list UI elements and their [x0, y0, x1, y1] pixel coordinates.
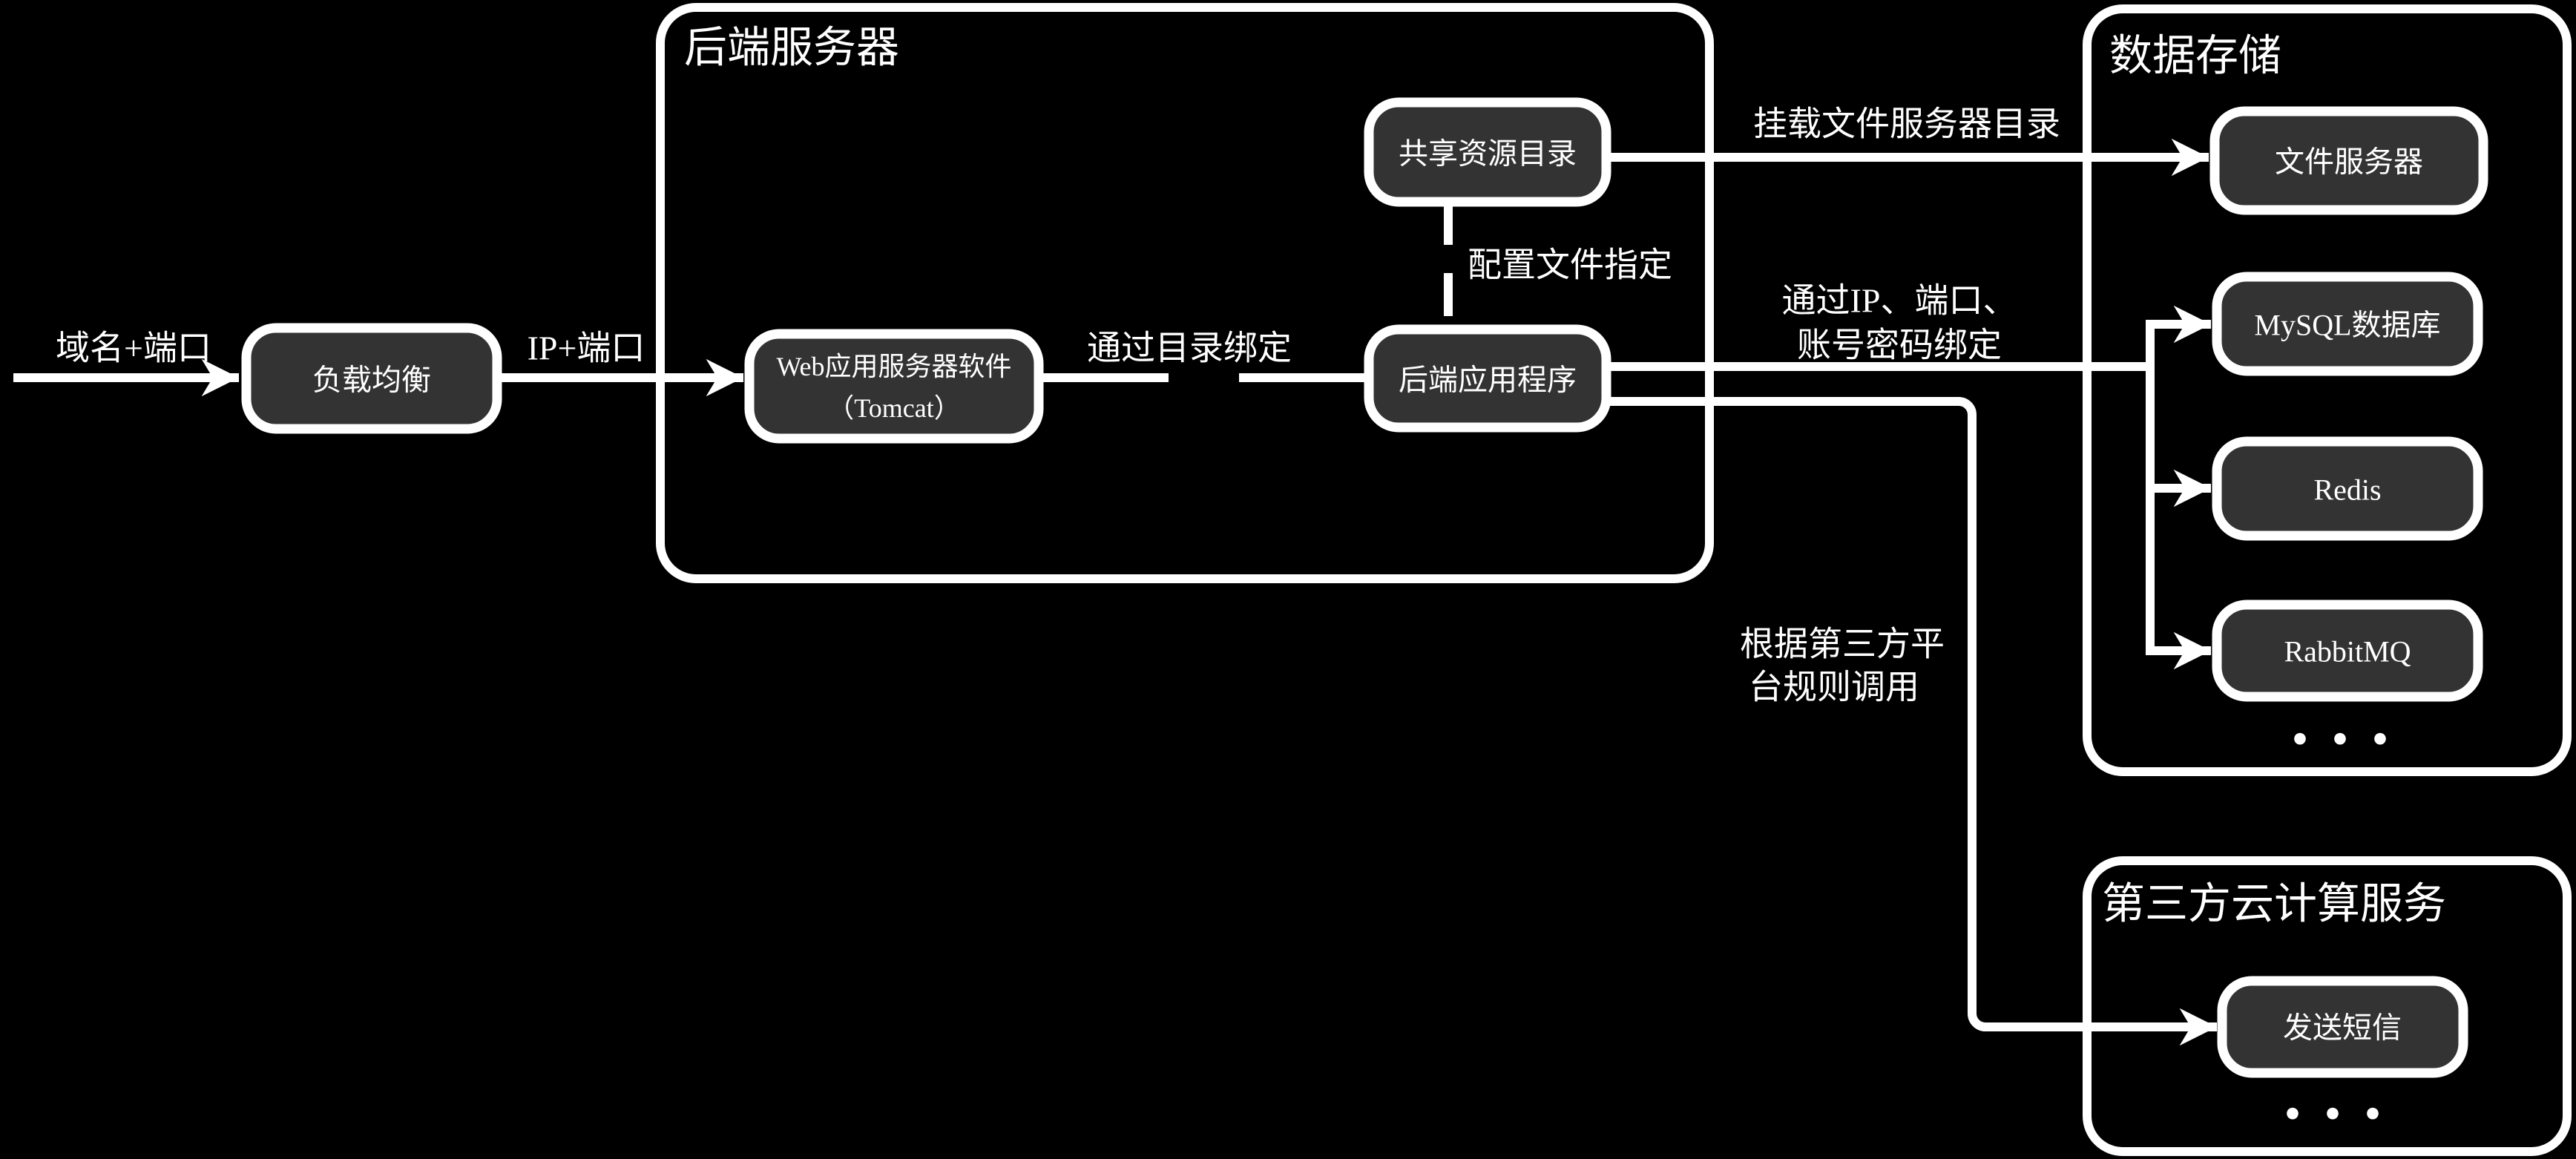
backend-app-label: 后端应用程序 — [1399, 364, 1577, 397]
node-send-sms: 发送短信 — [2217, 976, 2468, 1078]
node-file-server: 文件服务器 — [2209, 106, 2488, 215]
node-backend-app: 后端应用程序 — [1364, 324, 1611, 433]
backend-server-frame — [656, 3, 1714, 583]
edge-label-domain-port: 域名+端口 — [56, 329, 211, 367]
load-balancer-box — [241, 323, 502, 434]
redis-box — [2212, 436, 2483, 541]
third-party-cloud-ellipsis: ··· — [2281, 1074, 2401, 1153]
web-app-server-box — [744, 329, 1044, 444]
node-shared-resource-dir: 共享资源目录 — [1364, 97, 1611, 207]
mysql-box — [2212, 272, 2483, 376]
container-data-storage: 数据存储 ··· — [2083, 4, 2572, 778]
send-sms-box — [2217, 976, 2468, 1078]
container-backend-server: 后端服务器 — [656, 3, 1714, 583]
data-storage-ellipsis: ··· — [2288, 699, 2408, 778]
node-mysql: MySQL数据库 — [2212, 272, 2483, 376]
container-third-party-cloud: 第三方云计算服务 ··· — [2083, 856, 2572, 1156]
send-sms-label: 发送短信 — [2283, 1011, 2402, 1045]
web-app-server-label-line1: Web应用服务器软件 — [776, 352, 1011, 381]
shared-resource-dir-box — [1364, 97, 1611, 207]
edge-label-ip-bind-line1: 通过IP、端口、 — [1782, 282, 2017, 320]
edge-label-ip-bind-line2: 账号密码绑定 — [1797, 326, 2002, 364]
file-server-box — [2209, 106, 2488, 215]
third-party-cloud-title: 第三方云计算服务 — [2102, 880, 2446, 928]
node-redis: Redis — [2212, 436, 2483, 541]
rabbitmq-label: RabbitMQ — [2284, 635, 2411, 669]
data-storage-title: 数据存储 — [2109, 32, 2281, 80]
edge-label-mount-dir: 挂载文件服务器目录 — [1753, 105, 2060, 143]
edge-label-ip-port: IP+端口 — [528, 329, 645, 367]
edge-label-third-party-rule-line2: 台规则调用 — [1749, 669, 1919, 706]
edge-label-config-file: 配置文件指定 — [1468, 246, 1672, 284]
node-web-app-server: Web应用服务器软件 （Tomcat） — [744, 329, 1044, 444]
shared-resource-dir-label: 共享资源目录 — [1399, 137, 1577, 171]
mysql-label: MySQL数据库 — [2254, 309, 2440, 342]
web-app-server-label-line2: （Tomcat） — [827, 393, 960, 423]
node-load-balancer: 负载均衡 — [241, 323, 502, 434]
backend-server-title: 后端服务器 — [684, 24, 899, 72]
edge-label-third-party-rule-line1: 根据第三方平 — [1740, 626, 1945, 663]
file-server-label: 文件服务器 — [2275, 145, 2423, 179]
rabbitmq-box — [2212, 600, 2483, 702]
third-party-cloud-frame — [2083, 856, 2572, 1156]
node-rabbitmq: RabbitMQ — [2212, 600, 2483, 702]
data-storage-frame — [2083, 4, 2572, 776]
edge-label-bind-by-dir: 通过目录绑定 — [1087, 329, 1292, 367]
arrow-backend-app-to-send-sms — [1606, 397, 2217, 1046]
backend-app-box — [1364, 324, 1611, 433]
redis-label: Redis — [2313, 473, 2381, 507]
load-balancer-label: 负载均衡 — [312, 364, 431, 397]
